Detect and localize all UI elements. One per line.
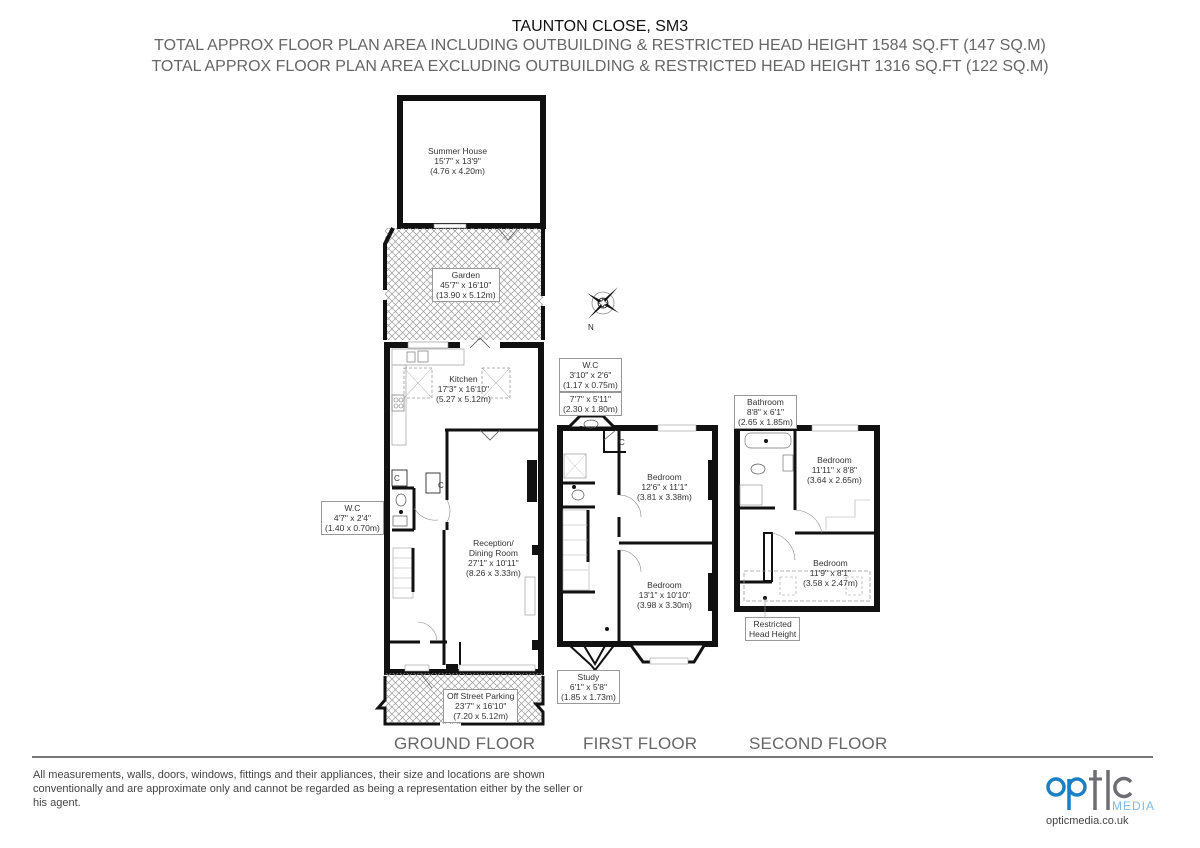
room-label-wc: W.C 4'7" x 2'4" (1.40 x 0.70m): [321, 501, 384, 535]
floor-title-first: FIRST FLOOR: [583, 734, 698, 753]
summer-house-outline: [397, 95, 546, 229]
room-label-reception: Reception/ Dining Room 27'1" x 10'11" (8…: [466, 538, 521, 578]
second-floor-plan: [734, 424, 880, 618]
logo-media-text: MEDIA: [1112, 799, 1155, 813]
room-label-shower-room: 7'7" x 5'11" (2.30 x 1.80m): [559, 392, 622, 416]
room-label-study: Study 6'1" x 5'8" (1.85 x 1.73m): [557, 670, 620, 704]
footer-divider: [32, 756, 1153, 758]
room-label-second-bedroom-2: Bedroom 11'9" x 8'1" (3.58 x 2.47m): [803, 558, 858, 588]
room-label-parking: Off Street Parking 23'7" x 16'10" (7.20 …: [443, 689, 519, 723]
room-label-first-bedroom-1: Bedroom 12'6" x 11'1" (3.81 x 3.38m): [637, 472, 692, 502]
ground-floor-plan: [374, 95, 546, 726]
cupboard-label-2: C: [438, 481, 444, 490]
room-label-first-bedroom-2: Bedroom 13'1" x 10'10" (3.98 x 3.30m): [637, 580, 692, 610]
room-label-kitchen: Kitchen 17'3" x 16'10" (5.27 x 5.12m): [436, 374, 491, 404]
cupboard-label-first: C: [619, 438, 625, 447]
area-including-outbuilding: TOTAL APPROX FLOOR PLAN AREA INCLUDING O…: [154, 37, 1046, 54]
cupboard-label-1: C: [394, 474, 400, 483]
room-label-summer-house: Summer House 15'7" x 13'9" (4.76 x 4.20m…: [428, 146, 488, 176]
area-excluding-outbuilding: TOTAL APPROX FLOOR PLAN AREA EXCLUDING O…: [151, 58, 1049, 75]
optic-media-logo: MEDIA: [1046, 770, 1155, 813]
logo-url: opticmedia.co.uk: [1046, 815, 1129, 827]
room-label-bathroom: Bathroom 8'8" x 6'1" (2.65 x 1.85m): [734, 395, 797, 429]
compass-rose-icon: N: [587, 287, 619, 332]
first-floor-plan: [557, 414, 718, 672]
page-title: TAUNTON CLOSE, SM3: [511, 18, 689, 35]
floor-title-ground: GROUND FLOOR: [394, 734, 536, 753]
room-label-second-bedroom-1: Bedroom 11'11" x 8'8" (3.64 x 2.65m): [807, 455, 862, 485]
room-label-first-wc: W.C 3'10" x 2'6" (1.17 x 0.75m): [559, 358, 622, 392]
disclaimer-text: All measurements, walls, doors, windows,…: [33, 769, 583, 809]
restricted-head-height-label: Restricted Head Height: [745, 617, 801, 641]
svg-text:N: N: [588, 323, 594, 332]
room-label-garden: Garden 45'7" x 16'10" (13.90 x 5.12m): [432, 268, 500, 302]
floor-title-second: SECOND FLOOR: [749, 734, 888, 753]
